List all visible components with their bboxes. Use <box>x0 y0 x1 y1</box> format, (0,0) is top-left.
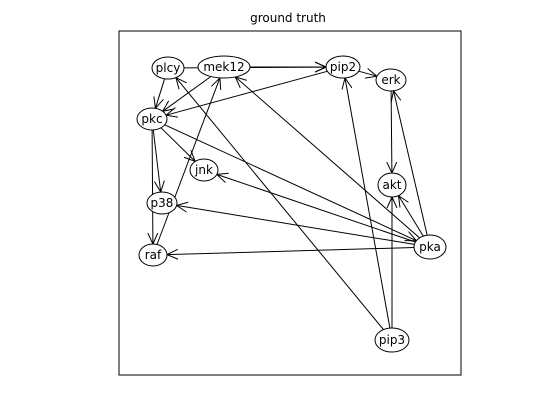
edge-raf-to-mek12 <box>156 78 220 245</box>
plot-frame <box>118 30 462 376</box>
edge-pip3-to-pip2 <box>345 78 391 329</box>
node-ellipse-erk <box>375 68 407 92</box>
edge-erk-to-akt <box>391 90 392 173</box>
node-ellipse-akt <box>377 172 407 198</box>
node-label-p38: p38 <box>151 196 174 210</box>
edge-pkc-to-raf <box>152 129 153 244</box>
node-ellipse-plcy <box>151 56 185 80</box>
node-label-pka: pka <box>419 240 441 254</box>
node-p38: p38 <box>146 191 178 215</box>
edge-mek12-to-pkc <box>163 76 212 112</box>
node-label-erk: erk <box>381 73 400 87</box>
node-akt: akt <box>377 172 407 198</box>
edges-layer <box>152 67 428 330</box>
node-pka: pka <box>413 234 447 260</box>
node-ellipse-pka <box>413 234 447 260</box>
edge-pka-to-akt <box>399 196 424 237</box>
node-raf: raf <box>138 243 168 267</box>
edge-pkc-to-pka <box>164 124 417 241</box>
node-label-mek12: mek12 <box>203 60 244 74</box>
edge-pkc-to-jnk <box>160 127 195 162</box>
edge-pka-to-mek12 <box>235 77 420 239</box>
node-ellipse-jnk <box>189 158 219 182</box>
node-ellipse-pip3 <box>374 327 410 353</box>
node-ellipse-pip2 <box>325 55 361 79</box>
node-pip3: pip3 <box>374 327 410 353</box>
node-ellipse-pkc <box>136 107 168 131</box>
node-jnk: jnk <box>189 158 219 182</box>
node-ellipse-raf <box>138 243 168 267</box>
node-mek12: mek12 <box>197 55 251 79</box>
nodes-layer: plcy mek12 pip2 erk pkc jnk akt p38 pka raf pip3 <box>136 55 447 353</box>
node-pkc: pkc <box>136 107 168 131</box>
edge-pkc-to-p38 <box>152 129 160 192</box>
node-label-plcy: plcy <box>156 61 181 75</box>
node-ellipse-p38 <box>146 191 178 215</box>
node-erk: erk <box>375 68 407 92</box>
edge-pip2-to-erk <box>358 71 377 76</box>
edge-pka-to-jnk <box>217 174 416 243</box>
edge-pka-to-p38 <box>177 205 415 245</box>
diagram-title: ground truth <box>250 11 326 25</box>
edge-pka-to-erk <box>394 91 428 236</box>
node-label-pkc: pkc <box>141 112 162 126</box>
node-label-akt: akt <box>382 178 401 192</box>
node-pip2: pip2 <box>325 55 361 79</box>
node-label-pip2: pip2 <box>330 60 356 74</box>
edge-plcy-to-pkc <box>155 78 166 109</box>
edge-pip3-to-plcy <box>176 78 384 330</box>
node-label-jnk: jnk <box>194 163 213 177</box>
node-label-pip3: pip3 <box>379 333 405 347</box>
edge-pka-to-raf <box>167 247 415 255</box>
node-plcy: plcy <box>151 56 185 80</box>
node-ellipse-mek12 <box>197 55 251 79</box>
edge-pip2-to-pkc <box>166 70 328 115</box>
node-label-raf: raf <box>145 248 162 262</box>
